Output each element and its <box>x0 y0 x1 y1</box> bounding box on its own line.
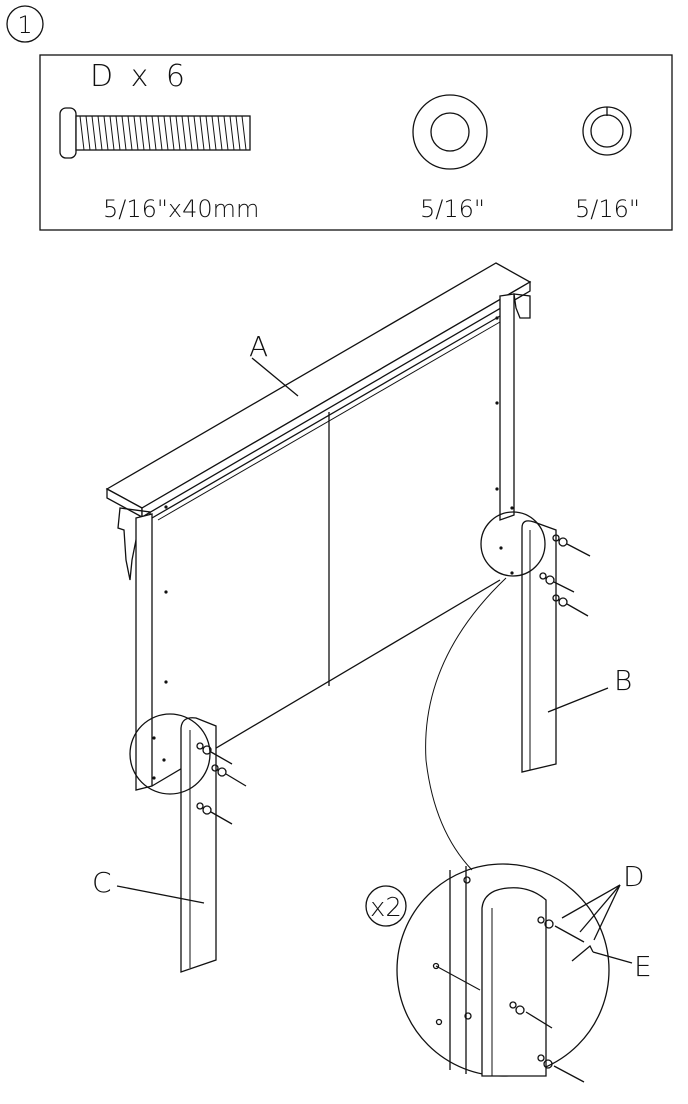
label-a: A <box>249 330 268 363</box>
hardware-panel: D x 6 5/16"x40mm 5/16" 5/16" <box>39 54 673 231</box>
multiplier-badge <box>365 885 407 927</box>
left-joint-highlight <box>129 713 211 795</box>
right-leg <box>521 520 557 773</box>
left-leg <box>180 717 217 973</box>
step-badge: 1 <box>6 5 44 43</box>
headboard-panel <box>105 262 532 791</box>
step-number: 1 <box>17 11 32 39</box>
allen-key-icon <box>571 944 594 962</box>
leader-c <box>116 885 205 904</box>
bolt-icon <box>59 107 251 159</box>
leader-a <box>251 357 299 397</box>
bolt-size-label: 5/16"x40mm <box>103 195 259 223</box>
right-joint-highlight <box>480 511 546 577</box>
left-bolts <box>196 742 247 825</box>
lock-washer-size-label: 5/16" <box>575 195 640 223</box>
part-callout: D x 6 <box>90 59 189 94</box>
leader-b <box>547 687 609 713</box>
detail-callout-line <box>425 577 507 871</box>
flat-washer-size-label: 5/16" <box>420 195 485 223</box>
right-bolts <box>539 534 591 617</box>
detail-view <box>396 863 610 1083</box>
label-e: E <box>634 950 652 983</box>
label-c: C <box>92 866 112 899</box>
label-b: B <box>614 664 632 697</box>
detail-multiplier: x2 <box>370 893 402 923</box>
flat-washer-icon <box>412 94 488 170</box>
label-d: D <box>623 860 645 893</box>
lock-washer-icon <box>582 106 632 156</box>
